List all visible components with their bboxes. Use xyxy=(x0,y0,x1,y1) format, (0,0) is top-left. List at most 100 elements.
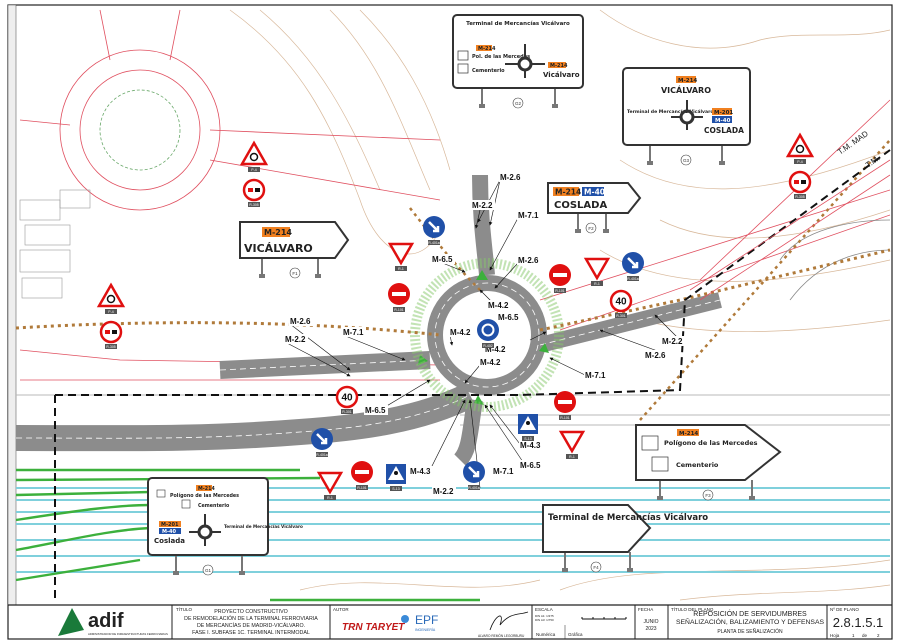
cemetery-icon xyxy=(651,456,669,472)
road-badge: M-40 xyxy=(715,118,731,124)
give-way-sign-icon: R-1 xyxy=(558,430,586,459)
sign-code: R-401a xyxy=(428,241,440,245)
danger-roundabout-sign-icon: P-4 xyxy=(96,282,126,314)
speed-limit-sign-icon: 40R-301 xyxy=(335,385,359,414)
sign-text: COSLADA xyxy=(554,200,607,211)
direction-sign-g3: M-214 VICÁLVARO Terminal de Mercancías V… xyxy=(622,67,751,146)
marking-code: M-6.5 xyxy=(365,406,386,415)
sign-code: R-1 xyxy=(569,455,575,459)
sign-code: S-13 xyxy=(392,487,399,491)
sign-code: R-401a xyxy=(468,486,480,490)
industrial-icon xyxy=(641,435,659,451)
marking-code: M-4.2 xyxy=(485,345,506,354)
sign-code: R-301 xyxy=(342,410,352,414)
signature xyxy=(489,611,529,631)
marking-code: M-2.2 xyxy=(472,201,493,210)
no-overtaking-sign-icon: R-305 xyxy=(242,178,266,207)
pedestrian-crossing-sign-icon: S-13 xyxy=(518,414,538,441)
keep-right-sign-icon: R-401a xyxy=(622,252,644,281)
sign-code: R-305 xyxy=(795,195,805,199)
scale-value: DIN A3: 1/750 xyxy=(535,618,554,622)
road-marking-label: M-7.1 xyxy=(584,370,608,380)
road-marking-label: M-7.1 xyxy=(492,466,516,476)
sign-code: P-4 xyxy=(108,310,114,314)
sign-code: P-4 xyxy=(797,160,803,164)
industrial-icon xyxy=(457,50,469,61)
sign-text: Cementerio xyxy=(198,503,230,509)
road-marking-label: M-2.2 xyxy=(471,200,495,210)
title-block: adif ADMINISTRADOR DE INFRAESTRUCTURAS F… xyxy=(8,604,892,639)
no-entry-sign-icon: R-101 xyxy=(554,391,576,420)
road-badge: M-214 xyxy=(555,188,581,197)
roundabout-sign-icon: R-402 xyxy=(477,319,499,348)
direction-sign-g1: M-214 Polígono de las Mercedes Cementeri… xyxy=(147,477,303,556)
sign-text: VICÁLVARO xyxy=(661,84,711,95)
work-boundary xyxy=(54,149,891,600)
cemetery-icon xyxy=(457,63,469,74)
drawing-number-label: Nº DE PLANO xyxy=(830,607,859,612)
arrow-sign-f3: M-214 Polígono de las Mercedes Cementeri… xyxy=(635,424,782,481)
marking-code: M-2.6 xyxy=(518,256,539,265)
road-marking-label: M-4.2 xyxy=(484,344,508,354)
sign-code: R-401a xyxy=(316,453,328,457)
sheet-of-label: de xyxy=(862,633,868,638)
drawing-number: 2.8.1.5.1 xyxy=(833,615,884,630)
sign-code: S-13 xyxy=(524,437,531,441)
arrow-sign-f1: M-214 VICÁLVARO xyxy=(239,221,350,259)
marking-code: M-4.3 xyxy=(520,441,541,450)
road-badge: M-214 xyxy=(198,486,215,492)
sign-code: R-401a xyxy=(627,277,639,281)
road-marking-label: M-7.1 xyxy=(517,210,541,220)
post-label: F4 xyxy=(593,565,599,570)
marking-code: M-2.6 xyxy=(290,317,311,326)
buildings xyxy=(19,189,91,299)
road-marking-label: M-6.5 xyxy=(519,460,543,470)
marking-code: M-7.1 xyxy=(585,371,606,380)
marking-code: M-6.5 xyxy=(432,255,453,264)
road-badge: M-40 xyxy=(162,529,177,535)
drawing-title-line: REPOSICIÓN DE SERVIDUMBRES xyxy=(693,609,807,618)
road-marking-label: M-4.2 xyxy=(479,357,503,367)
danger-roundabout-sign-icon: P-4 xyxy=(239,140,269,172)
drawing-title-label: TÍTULO DEL PLANO xyxy=(671,606,714,612)
sheet-number: 1 xyxy=(852,633,855,638)
sign-text: Polígono de las Mercedes xyxy=(170,492,239,499)
no-entry-sign-icon: R-101 xyxy=(351,461,373,490)
sign-text: Terminal de Mercancías Vicálvaro xyxy=(548,513,708,523)
title-label: TÍTULO xyxy=(176,606,193,612)
sign-code: P-4 xyxy=(251,168,257,172)
marking-code: M-2.6 xyxy=(645,351,666,360)
sign-code: R-305 xyxy=(106,345,116,349)
marking-code: M-2.2 xyxy=(662,337,683,346)
no-overtaking-sign-icon: R-305 xyxy=(788,170,812,199)
give-way-sign-icon: R-1 xyxy=(583,257,611,286)
post-label: F3 xyxy=(705,493,711,498)
sign-post: G2 xyxy=(479,88,558,109)
lane-markings xyxy=(15,282,721,439)
epf-logo-icon xyxy=(401,615,409,623)
sign-code: R-402 xyxy=(483,344,493,348)
post-label: F1 xyxy=(292,271,298,276)
sign-post: F4 xyxy=(562,552,633,573)
no-entry-sign-icon: R-101 xyxy=(549,264,571,293)
leader-lines xyxy=(284,179,681,489)
post-label: G3 xyxy=(683,158,690,163)
road-marking-label: M-6.5 xyxy=(431,254,455,264)
post-label: G1 xyxy=(205,568,212,573)
road-marking-label: M-6.5 xyxy=(364,405,388,415)
sign-text: Terminal de Mercancías Vicálvaro xyxy=(466,20,570,27)
road-marking-label: M-2.6 xyxy=(644,350,668,360)
drawing-title-line: SEÑALIZACIÓN, BALIZAMIENTO Y DEFENSAS xyxy=(676,617,825,626)
org-logo-text: adif xyxy=(88,610,124,632)
road-badge: M-40 xyxy=(584,188,605,197)
scale-label: ESCALA xyxy=(535,607,553,612)
marking-code: M-2.6 xyxy=(500,173,521,182)
sign-post: F1 xyxy=(259,258,321,279)
sign-code: R-101 xyxy=(555,289,565,293)
sign-code: R-101 xyxy=(357,486,367,490)
road-marking-label: M-4.2 xyxy=(449,327,473,337)
marking-code: M-4.2 xyxy=(488,301,509,310)
road-marking-label: M-4.3 xyxy=(409,466,433,476)
